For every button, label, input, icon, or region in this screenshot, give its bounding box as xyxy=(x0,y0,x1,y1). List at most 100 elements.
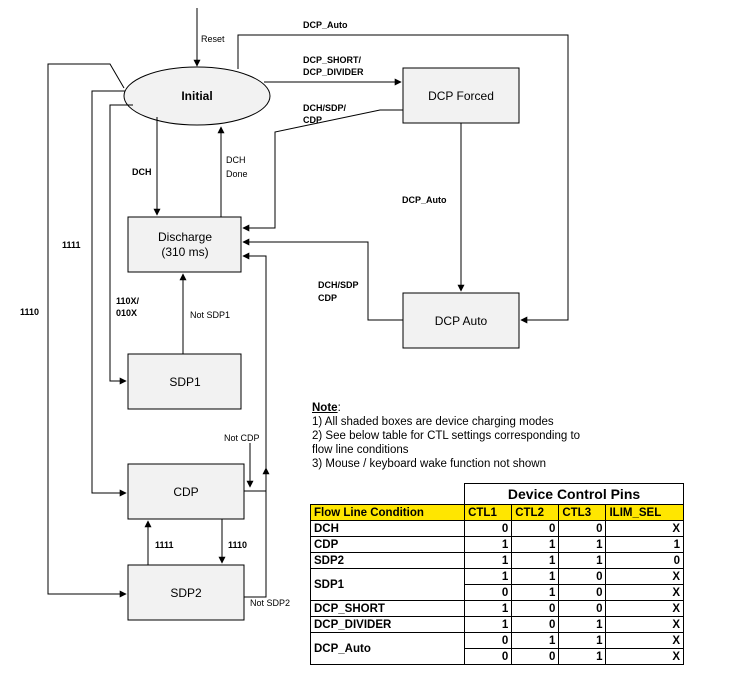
1110-left-label: 1110 xyxy=(20,307,39,317)
row-value-cell: 0 xyxy=(464,632,513,649)
dcp-auto-top-label: DCP_Auto xyxy=(303,20,348,30)
dcp-auto-to-discharge-arrow xyxy=(242,238,403,321)
row-value-cell: 0 xyxy=(511,648,560,665)
row-condition-cell: DCP_SHORT xyxy=(309,600,466,617)
row-value-cell: 0 xyxy=(605,552,684,569)
dch-sdp-auto-label-2: CDP xyxy=(318,293,337,303)
row-value-cell: 1 xyxy=(464,568,513,585)
row-value-cell: 0 xyxy=(464,520,513,537)
notes-title: Note: xyxy=(312,401,642,415)
row-value-cell: X xyxy=(605,616,684,633)
sdp2-state xyxy=(127,564,245,621)
dch-sdp-cdp-label: CDP xyxy=(303,115,322,125)
not-cdp-label: Not CDP xyxy=(224,433,260,443)
dch-label: DCH xyxy=(132,167,152,177)
row-value-cell: 1 xyxy=(558,648,607,665)
row-value-cell: 0 xyxy=(558,584,607,601)
1111-left-label: 1111 xyxy=(62,240,81,250)
row-value-cell: 1 xyxy=(511,568,560,585)
dcp-divider-label: DCP_DIVIDER xyxy=(303,67,364,77)
row-value-cell: 0 xyxy=(511,520,560,537)
not-sdp2-arrow xyxy=(244,467,270,598)
reset-label: Reset xyxy=(201,34,225,44)
dch-done-label-1: DCH xyxy=(226,155,246,165)
sdp1-label: SDP1 xyxy=(169,375,201,389)
dcp-forced-state xyxy=(402,67,520,124)
row-condition-cell: CDP xyxy=(309,536,466,553)
row-value-cell: 1 xyxy=(511,632,560,649)
not-sdp2-label: Not SDP2 xyxy=(250,598,290,608)
row-value-cell: 0 xyxy=(558,600,607,617)
row-value-cell: 1 xyxy=(558,616,607,633)
1111-bottom-label: 1111 xyxy=(155,540,174,550)
row-value-cell: 0 xyxy=(558,568,607,585)
cdp-label: CDP xyxy=(173,485,198,499)
row-value-cell: 1 xyxy=(605,536,684,553)
col-header-ctl1: CTL1 xyxy=(464,504,513,521)
device-control-pins-table: Device Control Pins Flow Line Condition … xyxy=(309,483,684,665)
row-value-cell: 1 xyxy=(511,536,560,553)
row-value-cell: 0 xyxy=(511,616,560,633)
discharge-state xyxy=(127,216,242,273)
table-title-row: Device Control Pins xyxy=(310,483,684,505)
row-value-cell: X xyxy=(605,584,684,601)
dch-sdp-label: DCH/SDP/ xyxy=(303,103,347,113)
1111-loop-line xyxy=(91,90,127,497)
dch-done-label-2: Done xyxy=(226,169,248,179)
notes-title-colon: : xyxy=(337,402,341,414)
initial-label: Initial xyxy=(181,89,212,103)
row-value-cell: X xyxy=(605,520,684,537)
col-header-ilim-sel: ILIM_SEL xyxy=(605,504,684,521)
dcp-auto-label: DCP Auto xyxy=(435,314,488,328)
notes-block: Note: 1) All shaded boxes are device cha… xyxy=(312,401,642,471)
note-line-2b: flow line conditions xyxy=(312,444,409,456)
row-value-cell: X xyxy=(605,600,684,617)
col-header-ctl2: CTL2 xyxy=(511,504,560,521)
row-value-cell: X xyxy=(605,632,684,649)
row-value-cell: X xyxy=(605,648,684,665)
note-line-3: 3) Mouse / keyboard wake function not sh… xyxy=(312,458,546,470)
010x-label: 010X xyxy=(116,308,137,318)
row-value-cell: 1 xyxy=(558,536,607,553)
110x-label: 110X/ xyxy=(116,296,140,306)
cdp-state xyxy=(127,463,245,520)
not-sdp1-label: Not SDP1 xyxy=(190,310,230,320)
row-value-cell: 1 xyxy=(558,632,607,649)
dcp-auto-mid-label: DCP_Auto xyxy=(402,195,447,205)
sdp1-state xyxy=(127,353,242,410)
110x-arrow xyxy=(109,104,133,385)
dcp-forced-to-discharge-arrow xyxy=(242,109,403,232)
1110-loop-line xyxy=(47,63,127,598)
dch-sdp-auto-label-1: DCH/SDP xyxy=(318,280,359,290)
sdp2-label: SDP2 xyxy=(170,586,202,600)
table-title-spacer xyxy=(310,483,466,505)
table-header-row: Flow Line Condition CTL1 CTL2 CTL3 ILIM_… xyxy=(309,504,684,521)
row-value-cell: 0 xyxy=(558,520,607,537)
discharge-label: Discharge xyxy=(158,230,212,244)
col-header-condition: Flow Line Condition xyxy=(309,504,466,521)
row-value-cell: 1 xyxy=(511,552,560,569)
row-value-cell: 0 xyxy=(464,648,513,665)
dcp-auto-top-line xyxy=(237,34,569,324)
row-value-cell: 1 xyxy=(511,584,560,601)
row-value-cell: 1 xyxy=(464,600,513,617)
row-condition-cell: SDP2 xyxy=(309,552,466,569)
row-condition-cell: SDP1 xyxy=(309,568,466,601)
row-value-cell: 1 xyxy=(464,616,513,633)
row-value-cell: 0 xyxy=(511,600,560,617)
dcp-auto-state xyxy=(402,292,520,349)
row-value-cell: 1 xyxy=(558,552,607,569)
row-condition-cell: DCP_Auto xyxy=(309,632,466,665)
col-header-ctl3: CTL3 xyxy=(558,504,607,521)
notes-title-text: Note xyxy=(312,402,338,414)
